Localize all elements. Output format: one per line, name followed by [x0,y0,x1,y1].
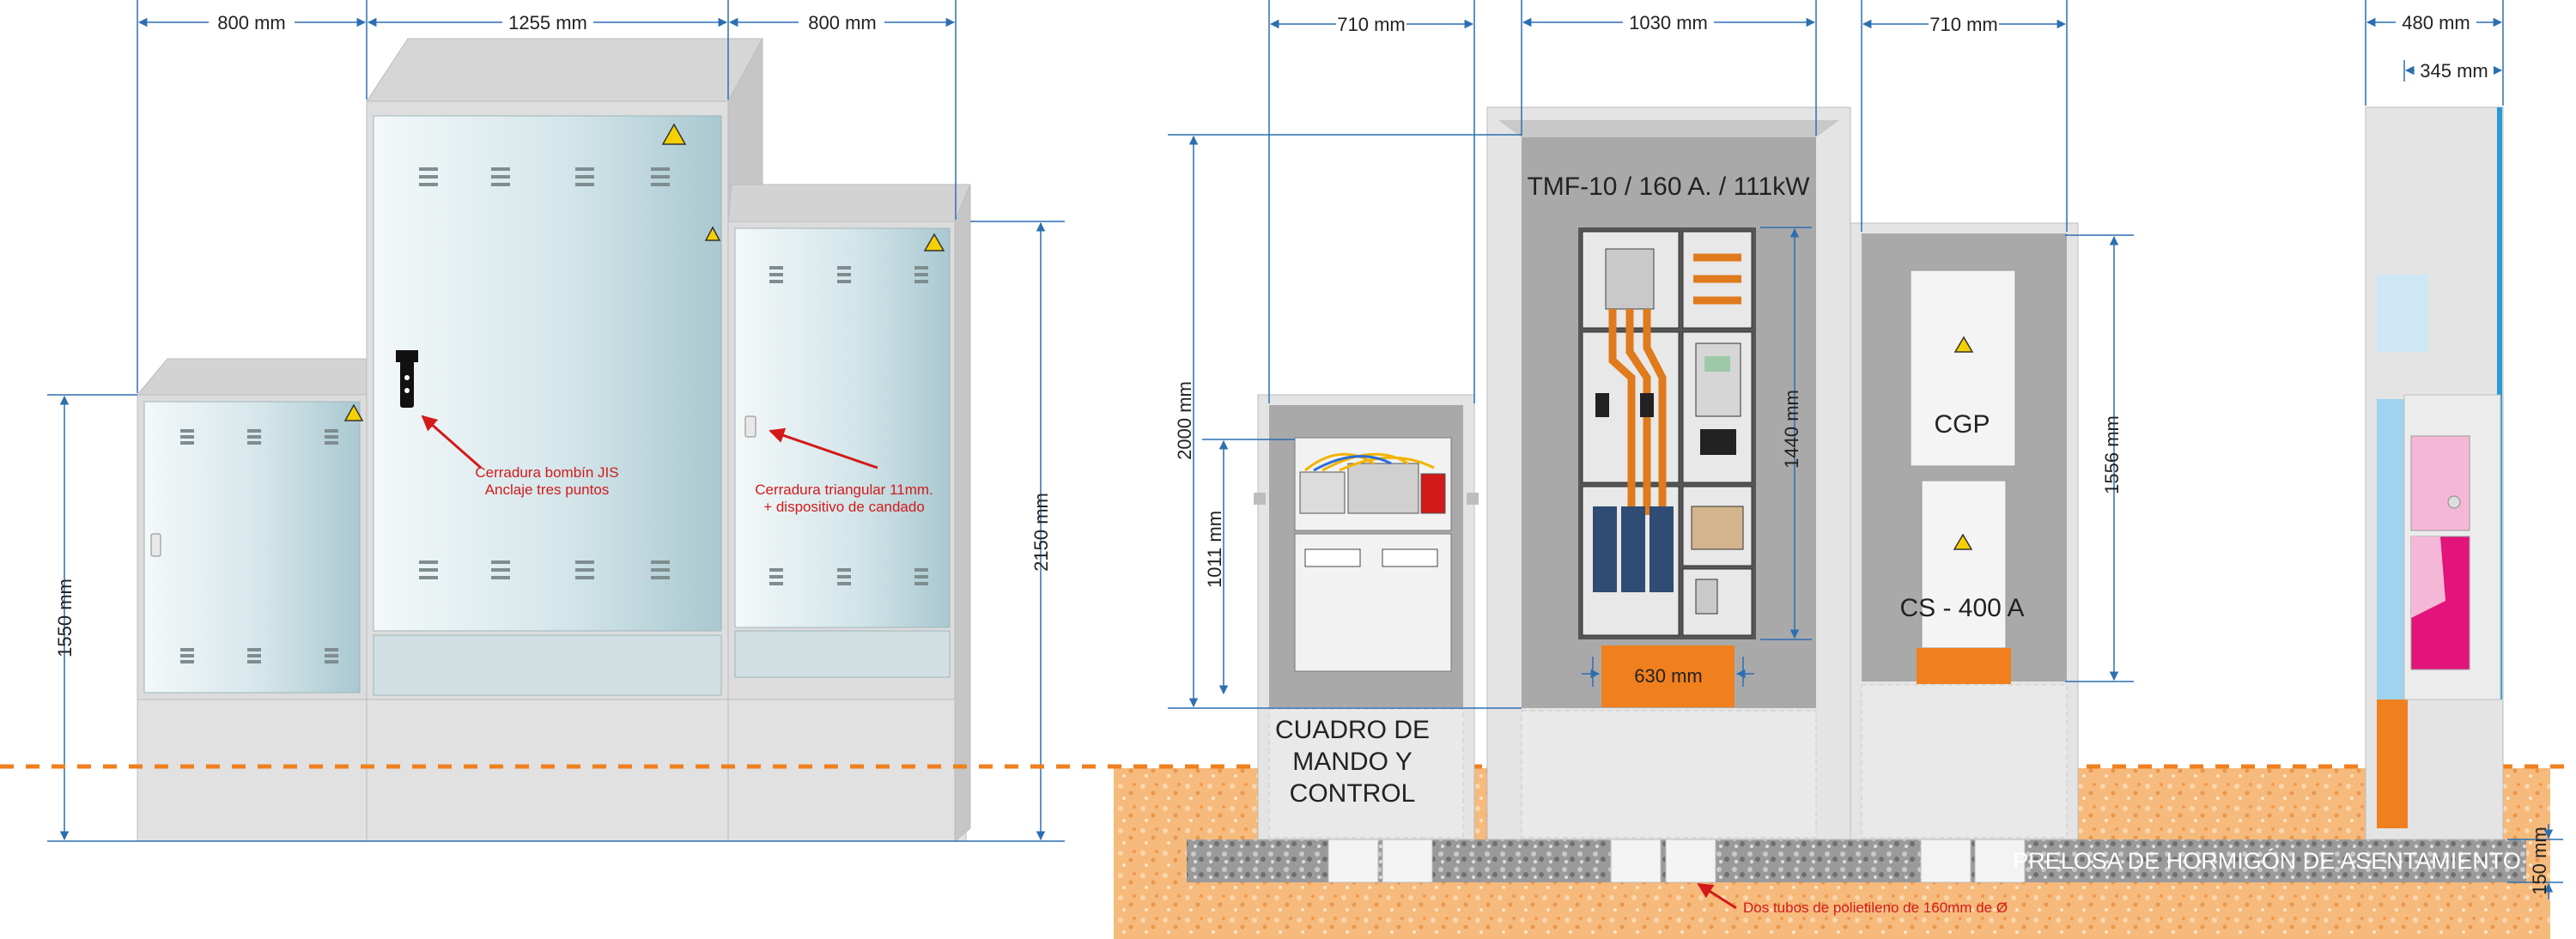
dim-internal-height-panel: 1440 mm [1781,390,1802,469]
cs-box [1921,480,2007,649]
base-orange [1601,645,1735,707]
internal-view: CUADRO DE MANDO Y CONTROL TMF-10 / 160 A… [1168,0,2521,916]
cgp-box [1910,270,2016,467]
dim-side-depth-outer: 480 mm [2402,12,2470,33]
label-slab: PRELOSA DE HORMIGÓN DE ASENTAMIENTO [2013,847,2521,874]
dim-internal-height-right: 1556 mm [2101,415,2123,494]
lock-icon [396,350,418,408]
dim-internal-height-outer: 2000 mm [1174,381,1195,460]
dim-height-left: 1550 mm [54,579,76,657]
label-control-line3: CONTROL [1290,779,1416,808]
dim-width-center: 1255 mm [508,12,587,33]
warning-icon [1953,336,1974,353]
control-panel [1294,437,1452,672]
lock-icon [150,533,161,557]
label-cgp: CGP [1934,410,1990,439]
warning-icon [923,233,945,251]
label-tmf: TMF-10 / 160 A. / 111kW [1527,173,1810,201]
dim-height-total: 2150 mm [1030,493,1052,572]
dim-internal-width-right: 710 mm [1929,14,1997,35]
dim-internal-width-center: 1030 mm [1629,12,1708,33]
front-view: Cerradura bombín JIS Anclaje tres puntos… [47,0,1065,843]
dim-width-right: 800 mm [808,12,876,33]
note-jis-lock-line2: Anclaje tres puntos [485,482,610,498]
note-tubes: Dos tubos de polietileno de 160mm de Ø [1743,900,2008,916]
dim-base-width: 630 mm [1634,665,1702,687]
dim-internal-width-left: 710 mm [1337,14,1405,35]
dim-slab-height: 150 mm [2529,827,2550,894]
dim-internal-height-control: 1011 mm [1204,511,1225,588]
note-jis-lock-line1: Cerradura bombín JIS [475,464,618,481]
lock-icon [744,415,756,438]
side-view: 480 mm 345 mm 150 mm [2365,0,2563,900]
warning-icon [1953,533,1973,550]
note-triangular-lock-line2: + dispositivo de candado [763,499,925,515]
warning-icon [704,226,721,241]
label-control-line1: CUADRO DE [1275,716,1430,744]
label-cs: CS - 400 A [1899,594,2024,622]
warning-icon [343,403,364,421]
meter-panel [1578,227,1756,639]
dim-width-left: 800 mm [217,12,285,33]
dim-side-depth-inner: 345 mm [2420,60,2488,82]
warning-icon [661,123,687,145]
note-triangular-lock-line1: Cerradura triangular 11mm. [755,482,933,498]
label-control-line2: MANDO Y [1292,748,1412,776]
